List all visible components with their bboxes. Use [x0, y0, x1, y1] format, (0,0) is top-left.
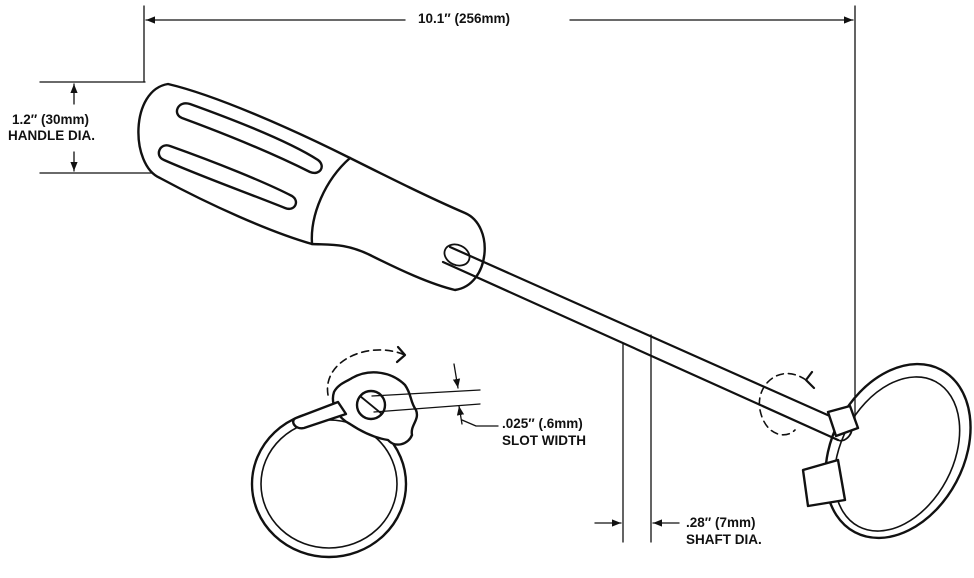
handle-diameter-value: 1.2″ (30mm) — [12, 112, 89, 127]
handle-diameter-caption: HANDLE DIA. — [8, 128, 95, 143]
shaft-diameter-caption: SHAFT DIA. — [686, 532, 762, 547]
shaft-diameter-dimension-lines — [594, 334, 680, 543]
slot-width-caption: SLOT WIDTH — [502, 433, 586, 448]
slot-width-value: .025″ (.6mm) — [502, 416, 583, 431]
handle-diameter-dimension-lines — [39, 81, 153, 174]
hose-clamp-on-tip — [801, 362, 972, 540]
screwdriver-shaft — [441, 245, 853, 442]
shaft-diameter-value: .28″ (7mm) — [686, 515, 756, 530]
rotation-arrow-shaft — [758, 370, 816, 436]
clamp-detail-view — [250, 371, 419, 559]
overall-length-dimension-lines — [143, 5, 856, 421]
rotation-arrow-gear — [326, 345, 407, 396]
screwdriver-handle — [137, 82, 486, 292]
slot-width-dimension-lines — [371, 363, 499, 427]
overall-length-label: 10.1″ (256mm) — [414, 11, 515, 27]
